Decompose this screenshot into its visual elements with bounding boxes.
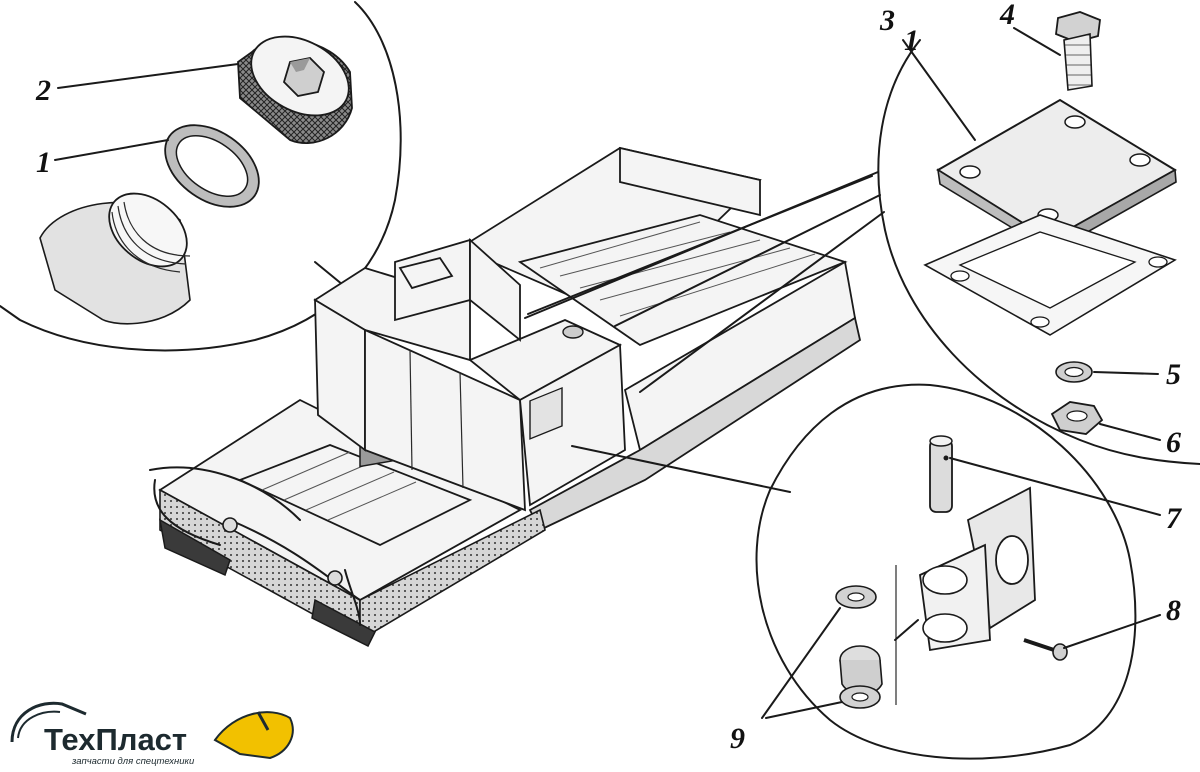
callout-1-left: 1	[36, 146, 51, 179]
callout-4: 4	[999, 0, 1015, 31]
callout-1-right: 1	[904, 24, 919, 57]
callout-8: 8	[1166, 594, 1181, 627]
detail-circle-top-right	[877, 11, 1200, 465]
leader-lines-body	[524, 171, 885, 493]
logo-brand: ТехПласт	[44, 722, 187, 757]
excavator-bucket-icon	[213, 711, 294, 760]
callout-9: 9	[730, 722, 745, 755]
callout-7: 7	[1166, 502, 1182, 535]
bolt-part	[1055, 11, 1101, 91]
detail-circle-top-left	[0, 1, 411, 352]
excavator-arm-icon	[10, 701, 87, 743]
lock-washer-part	[1055, 361, 1093, 383]
washer-bottom-part	[839, 685, 881, 709]
callout-2: 2	[35, 74, 51, 107]
gasket-ring-part	[164, 124, 260, 208]
hinge-pin-part	[929, 435, 953, 513]
nut-part	[1050, 401, 1104, 435]
detail-circle-bottom-right	[755, 383, 1161, 760]
logo-tagline: запчасти для спецтехники	[71, 756, 195, 767]
callout-6: 6	[1166, 426, 1181, 459]
filler-neck-part	[39, 192, 191, 325]
callout-labels: 2 1 3 1 4 5 6 7 8 9	[35, 0, 1182, 755]
screw-part	[1023, 638, 1068, 661]
callout-5: 5	[1166, 358, 1181, 391]
vehicle-body	[149, 146, 862, 648]
hinge-bushing-part	[839, 645, 883, 696]
hinge-bracket-part	[894, 486, 1036, 705]
washer-top-part	[835, 585, 877, 609]
plate-gasket-part	[923, 214, 1177, 336]
filler-cap-part	[237, 35, 353, 145]
techplast-logo: ТехПласт запчасти для спецтехники	[10, 701, 294, 767]
callout-3: 3	[879, 4, 895, 37]
